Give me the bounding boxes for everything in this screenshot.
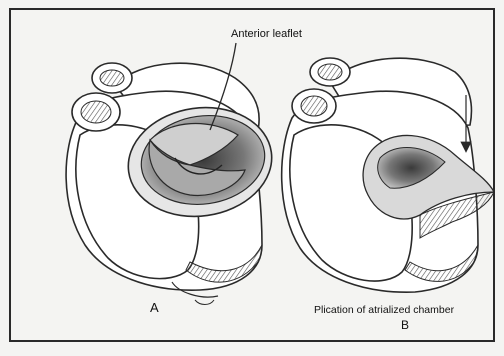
anterior-leaflet-label: Anterior leaflet	[231, 28, 302, 40]
heart-a	[66, 63, 279, 305]
plication-caption: Plication of atrialized chamber	[314, 304, 454, 316]
heart-b	[282, 58, 494, 292]
panel-a-label: A	[150, 300, 159, 315]
panel-b-label: B	[401, 318, 409, 332]
